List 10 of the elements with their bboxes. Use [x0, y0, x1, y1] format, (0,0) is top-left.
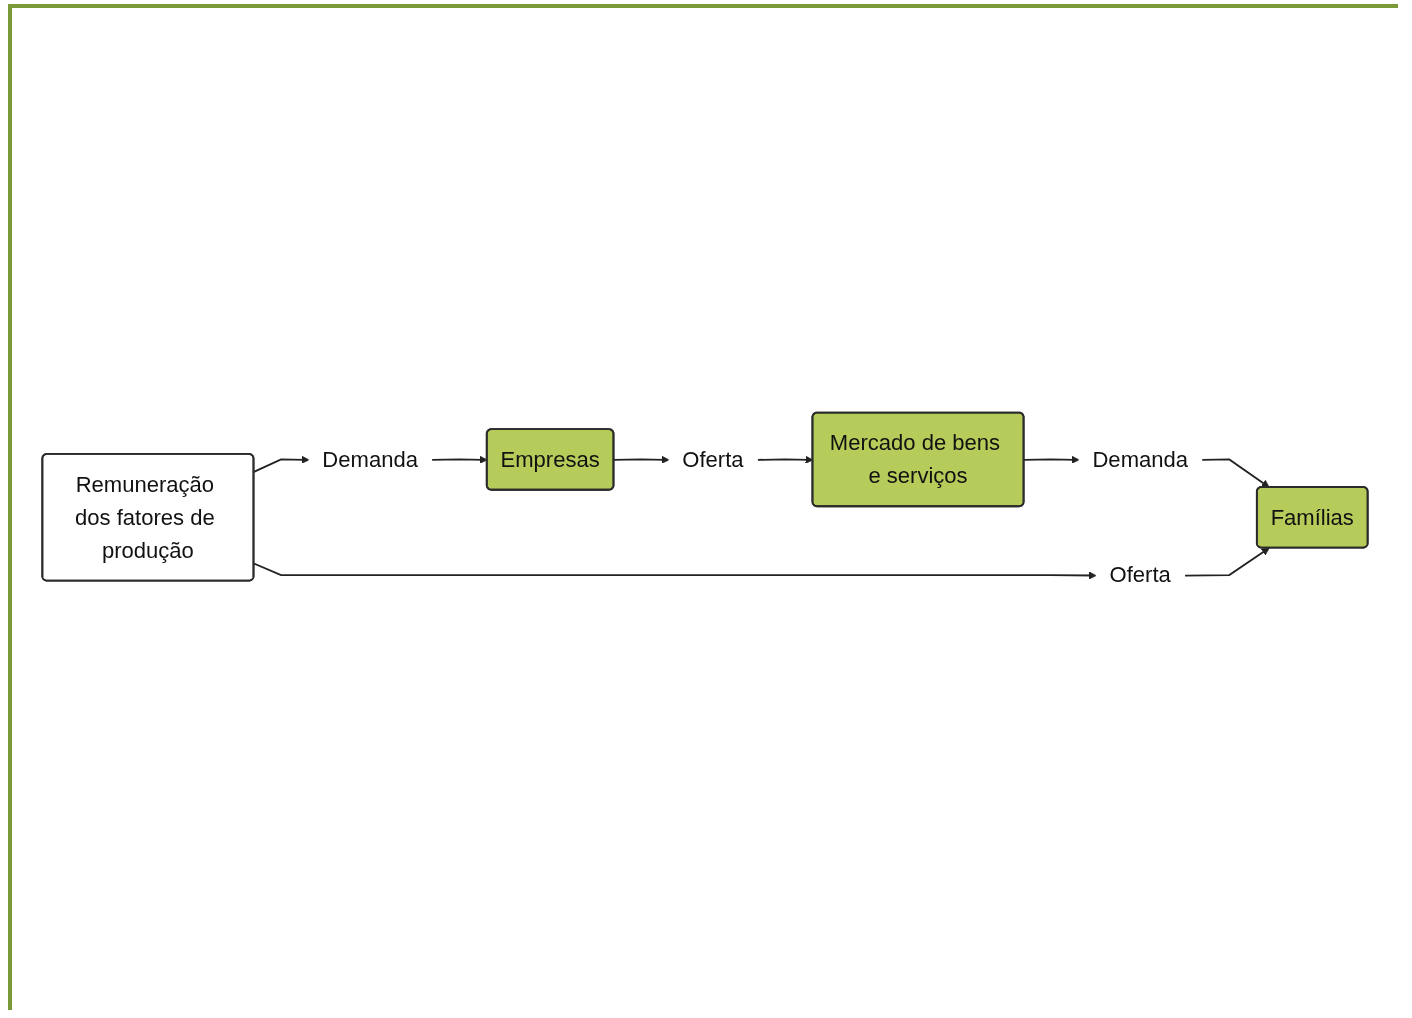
arrow [1201, 458, 1270, 488]
node-text: Demanda [1092, 446, 1188, 472]
node-text: Oferta [682, 446, 744, 472]
arrow [1184, 547, 1270, 577]
node-text: Demanda [322, 446, 418, 472]
arrow [253, 562, 1097, 580]
node-text: Oferta [1109, 562, 1171, 588]
arrow [1023, 455, 1080, 464]
arrow [613, 455, 670, 464]
arrow [253, 455, 310, 473]
